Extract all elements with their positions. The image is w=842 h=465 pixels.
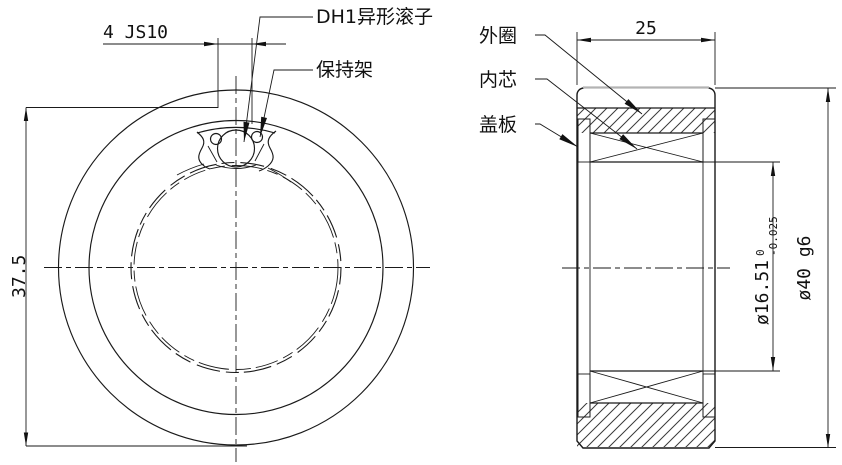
dimension-arrow <box>701 37 715 43</box>
dimension-arrow <box>577 37 591 43</box>
cage-label: 保持架 <box>316 59 373 81</box>
leader-line <box>243 16 313 143</box>
leader-line <box>259 69 313 138</box>
dimension-text: 4 JS10 <box>103 22 168 43</box>
dimension-width: 25 <box>576 18 716 85</box>
cage-pin-left <box>209 132 223 146</box>
dimension-arrow <box>23 107 29 121</box>
outer-ring-section-hatch-top <box>577 108 715 133</box>
outer-ring-section-hatch-bottom <box>577 403 715 447</box>
dimension-arrow <box>770 357 776 371</box>
section-view: 25 ø16.51 0 -0.025 ø40 g6 外圈 <box>479 18 836 449</box>
leader-cover-plate: 盖板 <box>479 114 579 148</box>
leader-line <box>535 34 643 115</box>
dimension-arrow <box>825 434 831 448</box>
leader-arrow <box>243 121 250 142</box>
bore-lobe-arc-left <box>176 163 205 176</box>
dimension-pocket-width: 4 JS10 <box>103 22 286 124</box>
front-view: 4 JS10 37.5 DH1异形滚子 保持架 <box>9 6 433 462</box>
leader-line <box>535 78 638 150</box>
dimension-text: 37.5 <box>9 255 30 298</box>
body-outline <box>576 87 716 449</box>
bore-lobe-arc-right <box>267 167 292 183</box>
leader-arrow <box>624 99 642 114</box>
cage-roller-detail <box>196 126 277 172</box>
dimension-arrow <box>23 432 29 446</box>
dimension-arrow <box>825 88 831 102</box>
cage-pocket-bottom-arc <box>215 164 257 169</box>
inner-core-xbox-top <box>589 132 704 163</box>
cage-pin-right <box>250 130 264 144</box>
cage-wall-left <box>196 131 211 170</box>
dimension-arrow <box>770 162 776 176</box>
leader-arrow <box>260 116 267 137</box>
xbox-diagonal <box>589 132 704 163</box>
leader-arrow <box>619 134 637 149</box>
outer-ring-label: 外圈 <box>479 25 517 47</box>
bore-dimension-text: ø16.51 <box>752 260 773 325</box>
cover-plate-section-top <box>577 118 591 163</box>
cover-plate-label: 盖板 <box>479 114 517 136</box>
cage-pocket-edge-right <box>254 143 265 162</box>
dimension-arrow <box>204 41 218 47</box>
inner-core-label: 内芯 <box>479 69 517 91</box>
leader-outer-ring: 外圈 <box>479 25 643 115</box>
bore-tolerance-upper: 0 <box>754 249 767 256</box>
cover-plate-section-bottom <box>577 373 591 418</box>
dimension-arrow <box>252 41 266 47</box>
dimension-height: 37.5 <box>9 107 247 447</box>
dimension-outer-diameter: ø40 g6 <box>715 87 836 448</box>
dimension-text: 25 <box>635 18 657 39</box>
cage-wall-right <box>258 130 277 172</box>
leader-arrow <box>559 134 578 147</box>
inner-core-xbox-bottom <box>589 370 704 404</box>
dimension-bore: ø16.51 0 -0.025 <box>752 162 780 371</box>
leader-inner-core: 内芯 <box>479 69 638 150</box>
roller-label: DH1异形滚子 <box>316 6 433 28</box>
bore-tolerance-lower: -0.025 <box>767 216 780 256</box>
xbox-diagonal <box>589 370 704 404</box>
leader-cage: 保持架 <box>259 59 373 138</box>
leader-roller: DH1异形滚子 <box>243 6 433 143</box>
cage-outer-arc <box>196 126 276 134</box>
cage-pocket-edge-left <box>207 145 218 163</box>
dimension-text: ø40 g6 <box>794 235 815 300</box>
